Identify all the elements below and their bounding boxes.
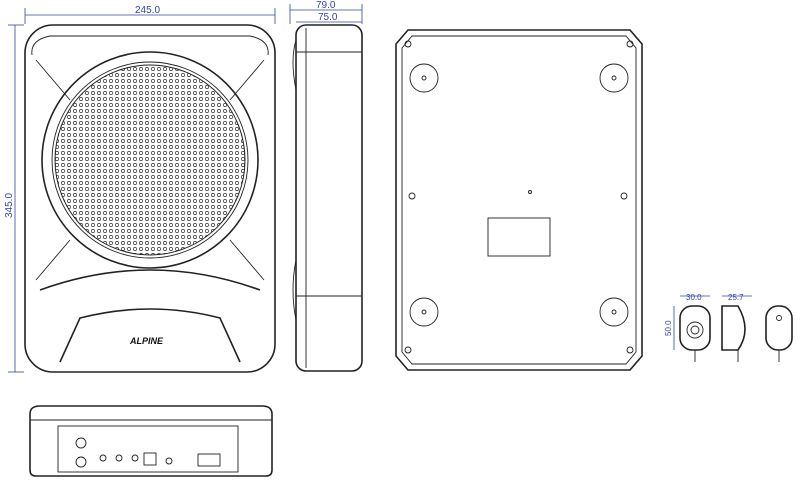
back-view xyxy=(395,29,643,371)
led-icon xyxy=(165,457,173,465)
brand-logo: ALPINE xyxy=(129,336,164,346)
knob-icon xyxy=(131,454,139,462)
connector-icon xyxy=(75,437,87,449)
front-height-label: 345.0 xyxy=(4,193,15,218)
remote-height-dimension: 50.0 xyxy=(664,306,675,350)
remote-back-view xyxy=(765,305,793,362)
front-height-dimension: 345.0 xyxy=(4,24,24,373)
terminal-block-icon xyxy=(197,453,221,467)
front-width-label: 245.0 xyxy=(135,5,160,16)
side-depth-inner-label: 75.0 xyxy=(318,12,338,23)
front-width-dimension: 245.0 xyxy=(24,5,276,24)
remote-height-label: 50.0 xyxy=(664,320,673,336)
remote-side-view xyxy=(721,305,746,362)
connector-icon xyxy=(75,456,87,468)
back-foot xyxy=(409,63,629,327)
label-plate xyxy=(487,217,551,257)
knob-icon xyxy=(99,454,107,462)
remote-port-icon xyxy=(143,452,157,466)
remote-depth-label: 25.7 xyxy=(728,293,744,302)
remote-depth-dimension: 25.7 xyxy=(722,293,752,302)
remote-width-dimension: 30.0 xyxy=(680,293,710,302)
knob-icon xyxy=(115,454,123,462)
side-depth-outer-label: 79.0 xyxy=(316,0,336,11)
bottom-view xyxy=(29,405,273,477)
side-depth-dimension: 79.0 75.0 xyxy=(289,0,363,24)
remote-front-view xyxy=(679,305,711,362)
side-view xyxy=(292,24,363,372)
remote-width-label: 30.0 xyxy=(686,293,702,302)
front-view: ALPINE xyxy=(24,24,276,373)
back-screw xyxy=(404,40,634,354)
